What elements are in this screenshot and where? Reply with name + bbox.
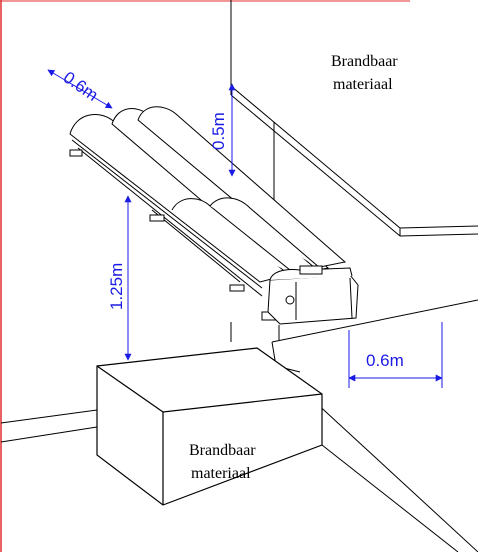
upper-combustible-surface xyxy=(230,85,478,272)
dim-wall-gap-label: 0.6m xyxy=(366,351,404,370)
lower-combustible-box xyxy=(96,347,323,506)
dimension-lines xyxy=(47,69,443,388)
material-bottom-label-line2: materiaal xyxy=(191,465,251,482)
material-top-label-line2: materiaal xyxy=(333,76,393,93)
dim-width-top-label: 0.6m xyxy=(60,68,102,105)
material-bottom-label-line1: Brandbaar xyxy=(189,442,256,459)
dim-floor-gap-label: 1.25m xyxy=(107,263,126,310)
material-top-label-line1: Brandbaar xyxy=(331,53,398,70)
dim-width-top xyxy=(47,69,113,109)
radiant-heater xyxy=(69,106,359,325)
page-border xyxy=(0,0,410,552)
dim-ceiling-gap-label: 0.5m xyxy=(209,112,228,150)
